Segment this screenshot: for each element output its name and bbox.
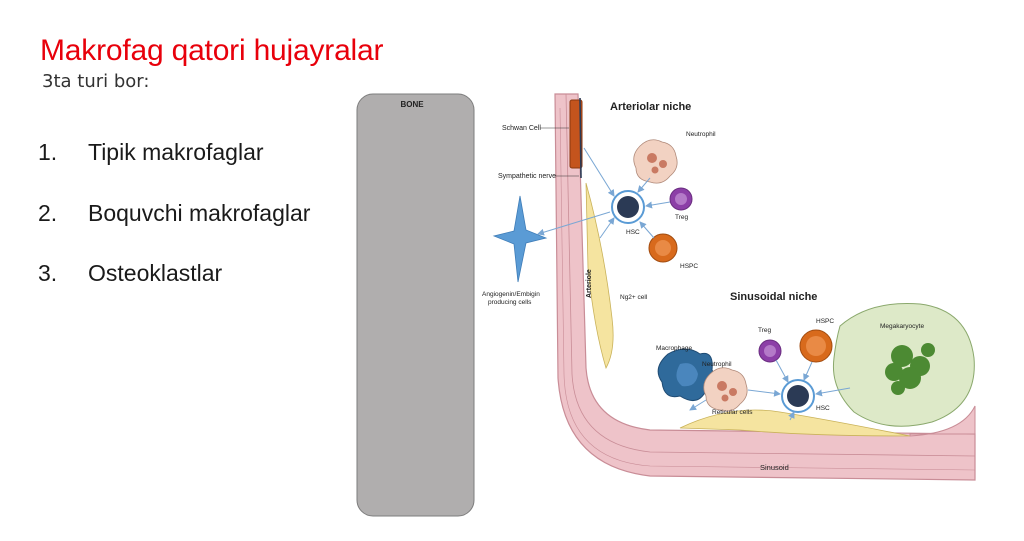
slide-title: Makrofag qatori hujayralar [40, 34, 383, 68]
hsc-label-sinusoidal: HSC [816, 405, 830, 412]
treg-label-sinusoidal: Treg [758, 327, 772, 334]
list-item-number: 3. [38, 257, 88, 290]
hsc-nucleus [617, 196, 639, 218]
angiogenin-label-line1: Angiogenin/Embigin [482, 291, 540, 298]
treg-nucleus [675, 193, 687, 205]
sympathetic-nerve-label: Sympathetic nerve [498, 173, 556, 180]
neutrophil-cell [704, 368, 747, 411]
arrow [804, 362, 812, 380]
slide-subtitle: 3ta turi bor: [42, 71, 149, 92]
reticular-cells-label: Reticular cells [712, 409, 753, 416]
bone-shape [357, 94, 474, 516]
schwann-cell-label: Schwan Cell [502, 125, 541, 132]
list-item-number: 1. [38, 136, 88, 169]
neutrophil-label-sinusoidal: Neutrophil [702, 361, 732, 368]
sympathetic-nerve-line [580, 98, 581, 178]
hspc-label: HSPC [680, 263, 698, 270]
hspc-nucleus [655, 240, 671, 256]
arrow [600, 218, 614, 238]
megakaryocyte-cell [833, 303, 974, 426]
list-item-text: Boquvchi makrofaglar [88, 197, 328, 230]
treg-nucleus [764, 345, 776, 357]
sinusoidal-niche-label: Sinusoidal niche [730, 291, 817, 303]
hsc-label: HSC [626, 229, 640, 236]
macrophage-types-list: 1. Tipik makrofaglar 2. Boquvchi makrofa… [38, 136, 328, 290]
macrophage-label: Macrophage [656, 345, 693, 352]
angiogenin-label-line2: producing cells [488, 299, 532, 306]
arrow [646, 202, 670, 206]
arrow [640, 222, 654, 238]
neutrophil-cell [634, 140, 677, 183]
arrow [584, 148, 614, 196]
list-item: 3. Osteoklastlar [38, 257, 328, 290]
list-item-number: 2. [38, 197, 88, 230]
arteriole-label: Arteriole [586, 269, 593, 298]
arteriolar-niche-label: Arteriolar niche [610, 101, 691, 113]
bone-marrow-niche-diagram: BONE Schwan Cell Sympathetic nerve Angio… [350, 88, 980, 518]
treg-label: Treg [675, 214, 689, 221]
arrow [748, 390, 780, 394]
ng2-cell-label: Ng2+ cell [620, 294, 648, 301]
hspc-nucleus [806, 336, 826, 356]
bone-label: BONE [400, 100, 424, 109]
arrow [690, 400, 706, 410]
list-item-text: Tipik makrofaglar [88, 136, 328, 169]
arrow [776, 360, 788, 382]
megakaryocyte-label: Megakaryocyte [880, 323, 924, 330]
neutrophil-label: Neutrophil [686, 131, 716, 138]
hsc-nucleus [787, 385, 809, 407]
list-item-text: Osteoklastlar [88, 257, 328, 290]
hspc-label-sinusoidal: HSPC [816, 318, 834, 325]
sinusoid-label: Sinusoid [760, 463, 789, 472]
list-item: 1. Tipik makrofaglar [38, 136, 328, 169]
list-item: 2. Boquvchi makrofaglar [38, 197, 328, 230]
angiogenin-cell-shape [494, 196, 546, 282]
